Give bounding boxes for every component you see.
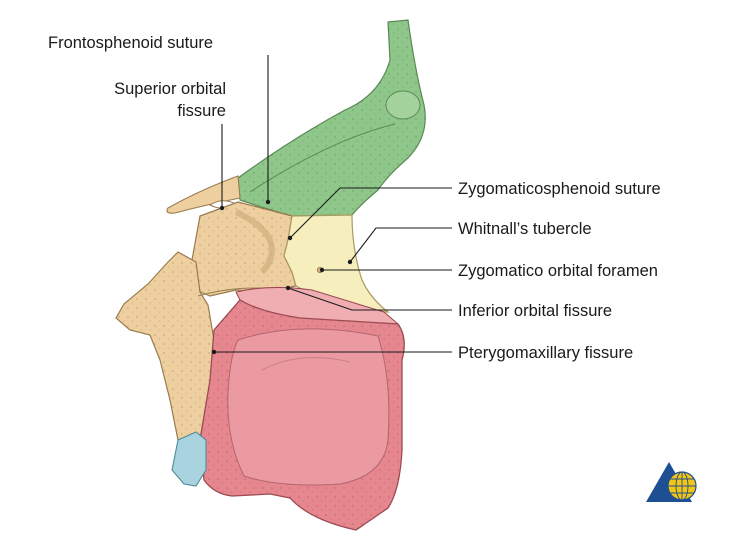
label-zygomaticosphenoid-suture: Zygomaticosphenoid suture [458, 180, 661, 198]
label-pterygomaxillary-fissure: Pterygomaxillary fissure [458, 344, 633, 362]
label-inferior-orbital-fissure: Inferior orbital fissure [458, 302, 612, 320]
label-frontosphenoid-suture: Frontosphenoid suture [48, 34, 213, 52]
frontal-bone [237, 19, 426, 217]
leader-lines [211, 55, 452, 355]
publisher-logo [646, 462, 697, 502]
label-superior-orbital-fissure-line2: fissure [177, 102, 226, 120]
sphenoid-greater-wing [191, 201, 297, 297]
maxillary-sinus-face [227, 328, 390, 486]
maxilla [199, 286, 405, 531]
label-superior-orbital-fissure-line1: Superior orbital [114, 80, 226, 98]
palatine-bone [171, 431, 207, 487]
label-zygomatico-orbital-foramen: Zygomatico orbital foramen [458, 262, 658, 280]
frontal-sinus-outline [385, 90, 421, 120]
pterygoid-plate [115, 251, 287, 449]
label-whitnalls-tubercle: Whitnall’s tubercle [458, 220, 592, 238]
